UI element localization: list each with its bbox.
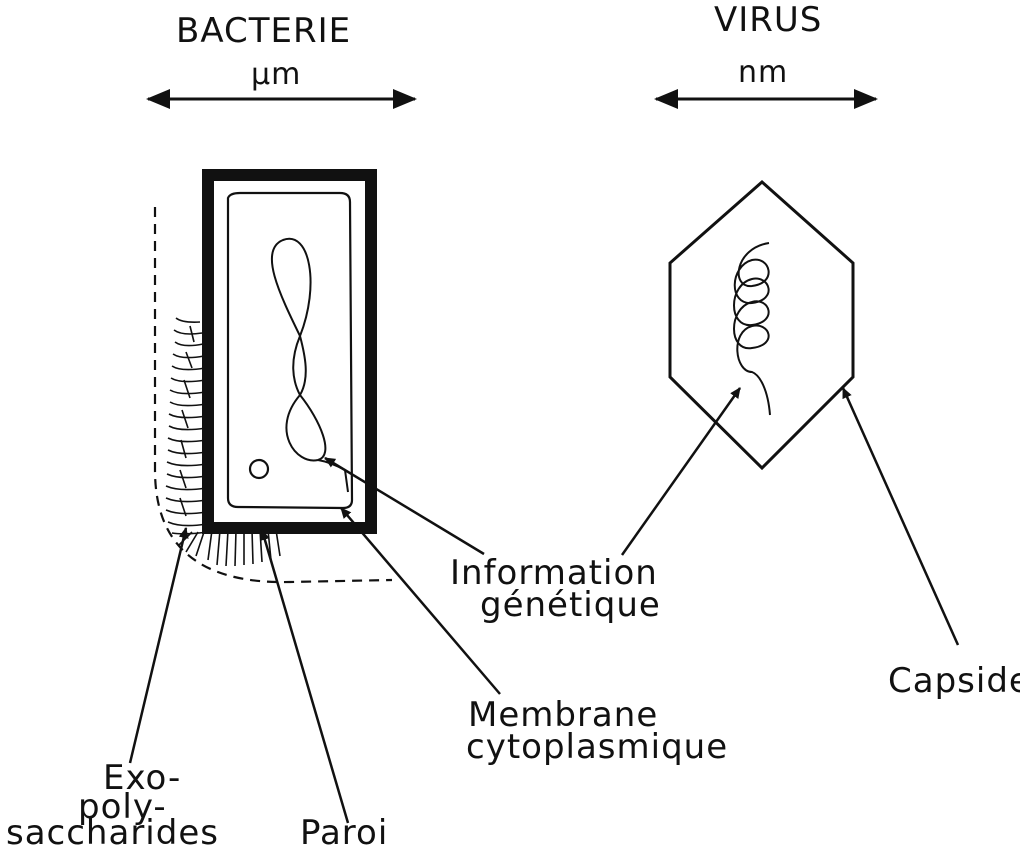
label-paroi: Paroi (300, 818, 388, 848)
label-membrane-line1: Membrane (468, 700, 658, 730)
label-membrane-line2: cytoplasmique (466, 732, 728, 762)
virus-title: VIRUS (714, 5, 822, 35)
bacteria-scale-arrow (146, 89, 417, 109)
virus-scale-arrow (654, 89, 878, 109)
label-exopolysaccharides-line3: saccharides (6, 818, 219, 848)
virus-capsid (670, 182, 853, 468)
label-information-line2: génétique (480, 590, 661, 620)
label-information-line1: Information (450, 558, 658, 588)
bacteria-title: BACTERIE (176, 16, 351, 46)
bacteria-scale-unit: µm (251, 60, 301, 90)
label-capside: Capside (888, 666, 1020, 696)
virus-scale-unit: nm (738, 58, 788, 88)
